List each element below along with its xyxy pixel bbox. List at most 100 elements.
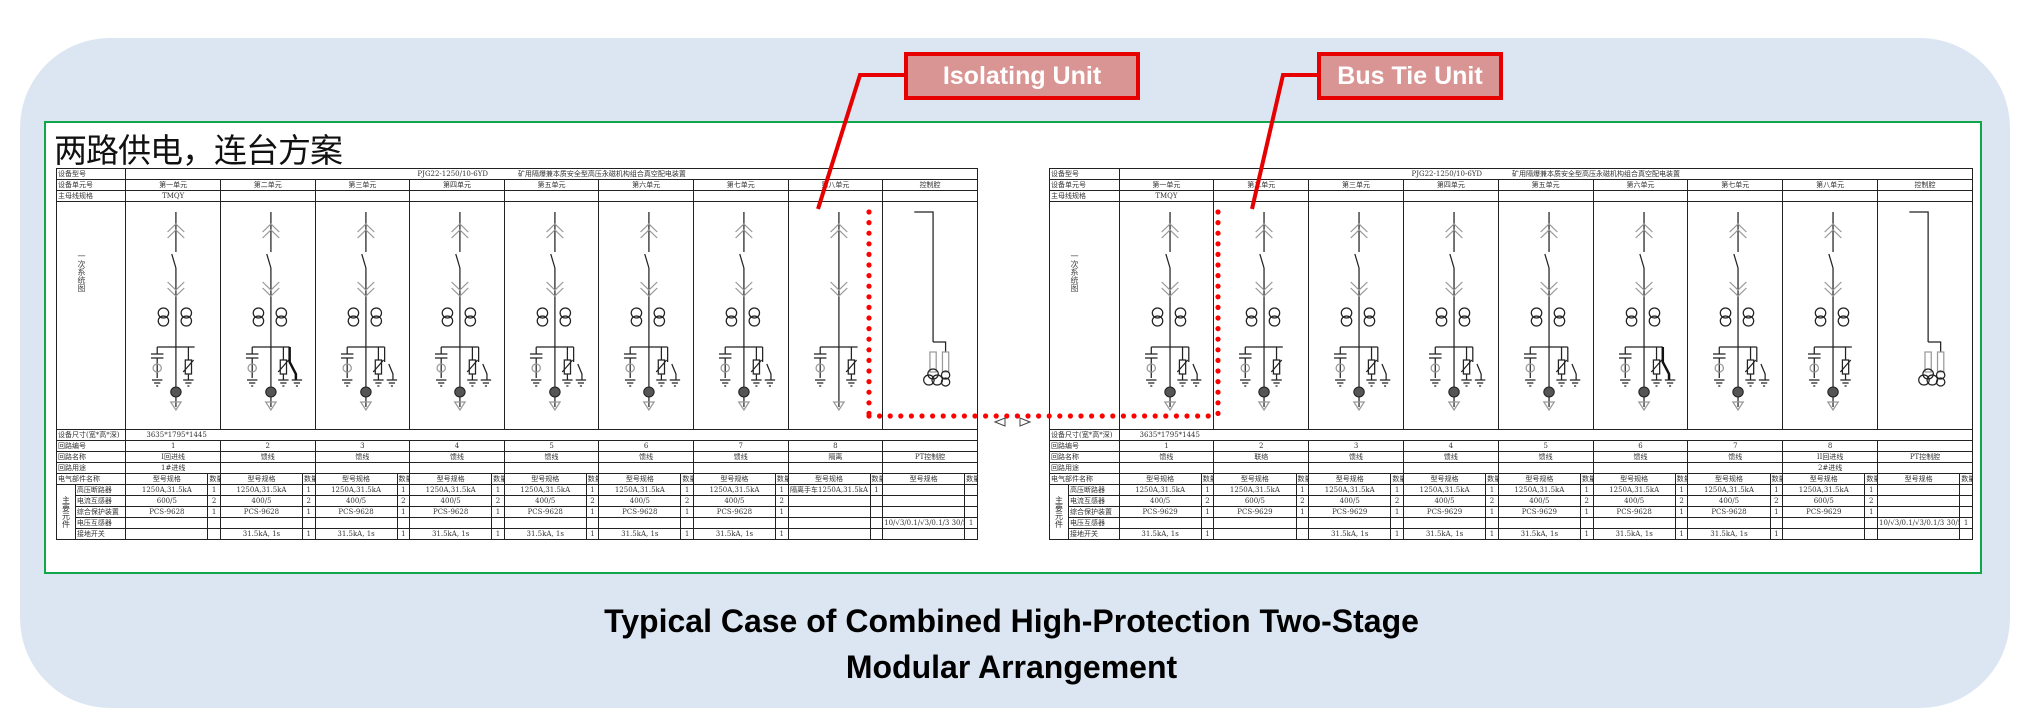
component-qty [680,517,694,529]
row-label-circuit-use: 回路用途 [1049,462,1120,474]
spec-header: 型号规格 [1592,473,1676,485]
unit-name: 第七单元 [1687,179,1784,191]
circuit-name-cell: 馈线 [219,451,316,463]
component-label: 接地开关 [74,528,127,540]
component-spec [125,528,209,540]
unit-diagram-pt [1877,201,1973,430]
component-spec: 400/5 [409,495,493,507]
component-qty: 1 [1390,506,1404,518]
component-label: 高压断路器 [1067,484,1120,496]
circuit-no-cell: 2 [1213,440,1310,452]
row-unit-no: 设备单元号第一单元第二单元第三单元第四单元第五单元第六单元第七单元第八单元控制腔 [1049,179,1973,191]
component-spec: 1250A,31.5kA [409,484,493,496]
circuit-name-cell: 馈线 [1687,451,1784,463]
component-spec: PCS-9628 [314,506,398,518]
spec-header: 型号规格 [692,473,776,485]
row-component-header: 电气部件名称型号规格数量型号规格数量型号规格数量型号规格数量型号规格数量型号规格… [55,473,978,485]
single-line-symbol [813,212,858,412]
bus-spec-cell [219,190,316,202]
unit-diagram-feeder-es-closed [219,201,316,430]
isolating-unit-callout: Isolating Unit [904,52,1140,100]
component-spec: 31.5kA, 1s [219,528,303,540]
component-spec [1592,517,1676,529]
circuit-no-cell: 3 [1308,440,1404,452]
qty-header: 数量 [1390,473,1404,485]
component-label: 综合保护装置 [74,506,127,518]
component-qty: 2 [1674,495,1689,507]
circuit-use-cell [692,462,789,474]
spec-header: 型号规格 [503,473,587,485]
component-qty: 2 [1579,495,1594,507]
component-qty [1200,517,1215,529]
unit-name: 第三单元 [1308,179,1404,191]
component-spec: 31.5kA, 1s [503,528,587,540]
qty-header: 数量 [585,473,600,485]
unit-name: 第二单元 [219,179,316,191]
qty-header: 数量 [491,473,505,485]
component-spec: 31.5kA, 1s [1687,528,1771,540]
row-label-device-model: 设备型号 [1049,168,1120,180]
component-qty: 1 [1864,484,1879,496]
component-spec [1118,517,1202,529]
component-spec: 400/5 [692,495,776,507]
component-qty: 1 [301,506,316,518]
single-line-symbol [1334,212,1391,412]
slide-caption: Typical Case of Combined High-Protection… [0,598,2023,690]
component-qty: 2 [396,495,411,507]
component-qty: 1 [585,528,600,540]
bus-tie-unit-callout: Bus Tie Unit [1317,52,1503,100]
spec-header: 型号规格 [1877,473,1961,485]
component-spec [692,517,776,529]
unit-diagram-feeder [1687,201,1784,430]
single-line-symbol [435,212,492,412]
row-label-unit-no: 设备单元号 [1049,179,1120,191]
circuit-no-cell: 2 [219,440,316,452]
bus-spec-cell [503,190,600,202]
circuit-no-cell: 5 [503,440,600,452]
component-qty [1959,528,1973,540]
circuit-use-cell [409,462,505,474]
component-qty: 1 [1485,528,1499,540]
component-label: 接地开关 [1067,528,1120,540]
circuit-no-cell: 8 [1782,440,1879,452]
component-qty: 2 [1864,495,1879,507]
circuit-no-cell: 7 [1687,440,1784,452]
component-qty: 1 [1200,506,1215,518]
circuit-no-cell: 3 [314,440,411,452]
single-line-symbol [718,212,776,412]
circuit-no-cell [1877,440,1973,452]
component-spec: PCS-9628 [1687,506,1771,518]
unit-diagram-feeder [598,201,694,430]
circuit-name-cell: 馈线 [692,451,789,463]
component-spec: PCS-9629 [1308,506,1392,518]
component-qty [964,506,978,518]
circuit-no-cell: 6 [1592,440,1689,452]
component-spec: 31.5kA, 1s [1592,528,1676,540]
circuit-no-cell: 6 [598,440,694,452]
component-qty: 2 [585,495,600,507]
device-description: 矿用隔爆兼本质安全型高压永磁机构组合真空配电装置 [517,169,686,178]
unit-name: 第二单元 [1213,179,1310,191]
component-spec: 31.5kA, 1s [314,528,398,540]
component-label: 高压断路器 [74,484,127,496]
spec-header: 型号规格 [1118,473,1202,485]
row-label-bus-spec: 主母线规格 [55,190,127,202]
component-spec: PCS-9628 [503,506,587,518]
bus-spec-cell [882,190,978,202]
single-line-symbol [151,212,196,412]
component-spec [1877,528,1961,540]
caption-line-1: Typical Case of Combined High-Protection… [604,603,1419,639]
spec-header: 型号规格 [125,473,209,485]
single-line-symbol [1239,212,1284,412]
component-spec: 31.5kA, 1s [1497,528,1581,540]
component-spec: 1250A,31.5kA [219,484,303,496]
circuit-name-cell: II回进线 [1782,451,1879,463]
circuit-name-cell: 馈线 [1592,451,1689,463]
unit-diagram-incoming [125,201,221,430]
